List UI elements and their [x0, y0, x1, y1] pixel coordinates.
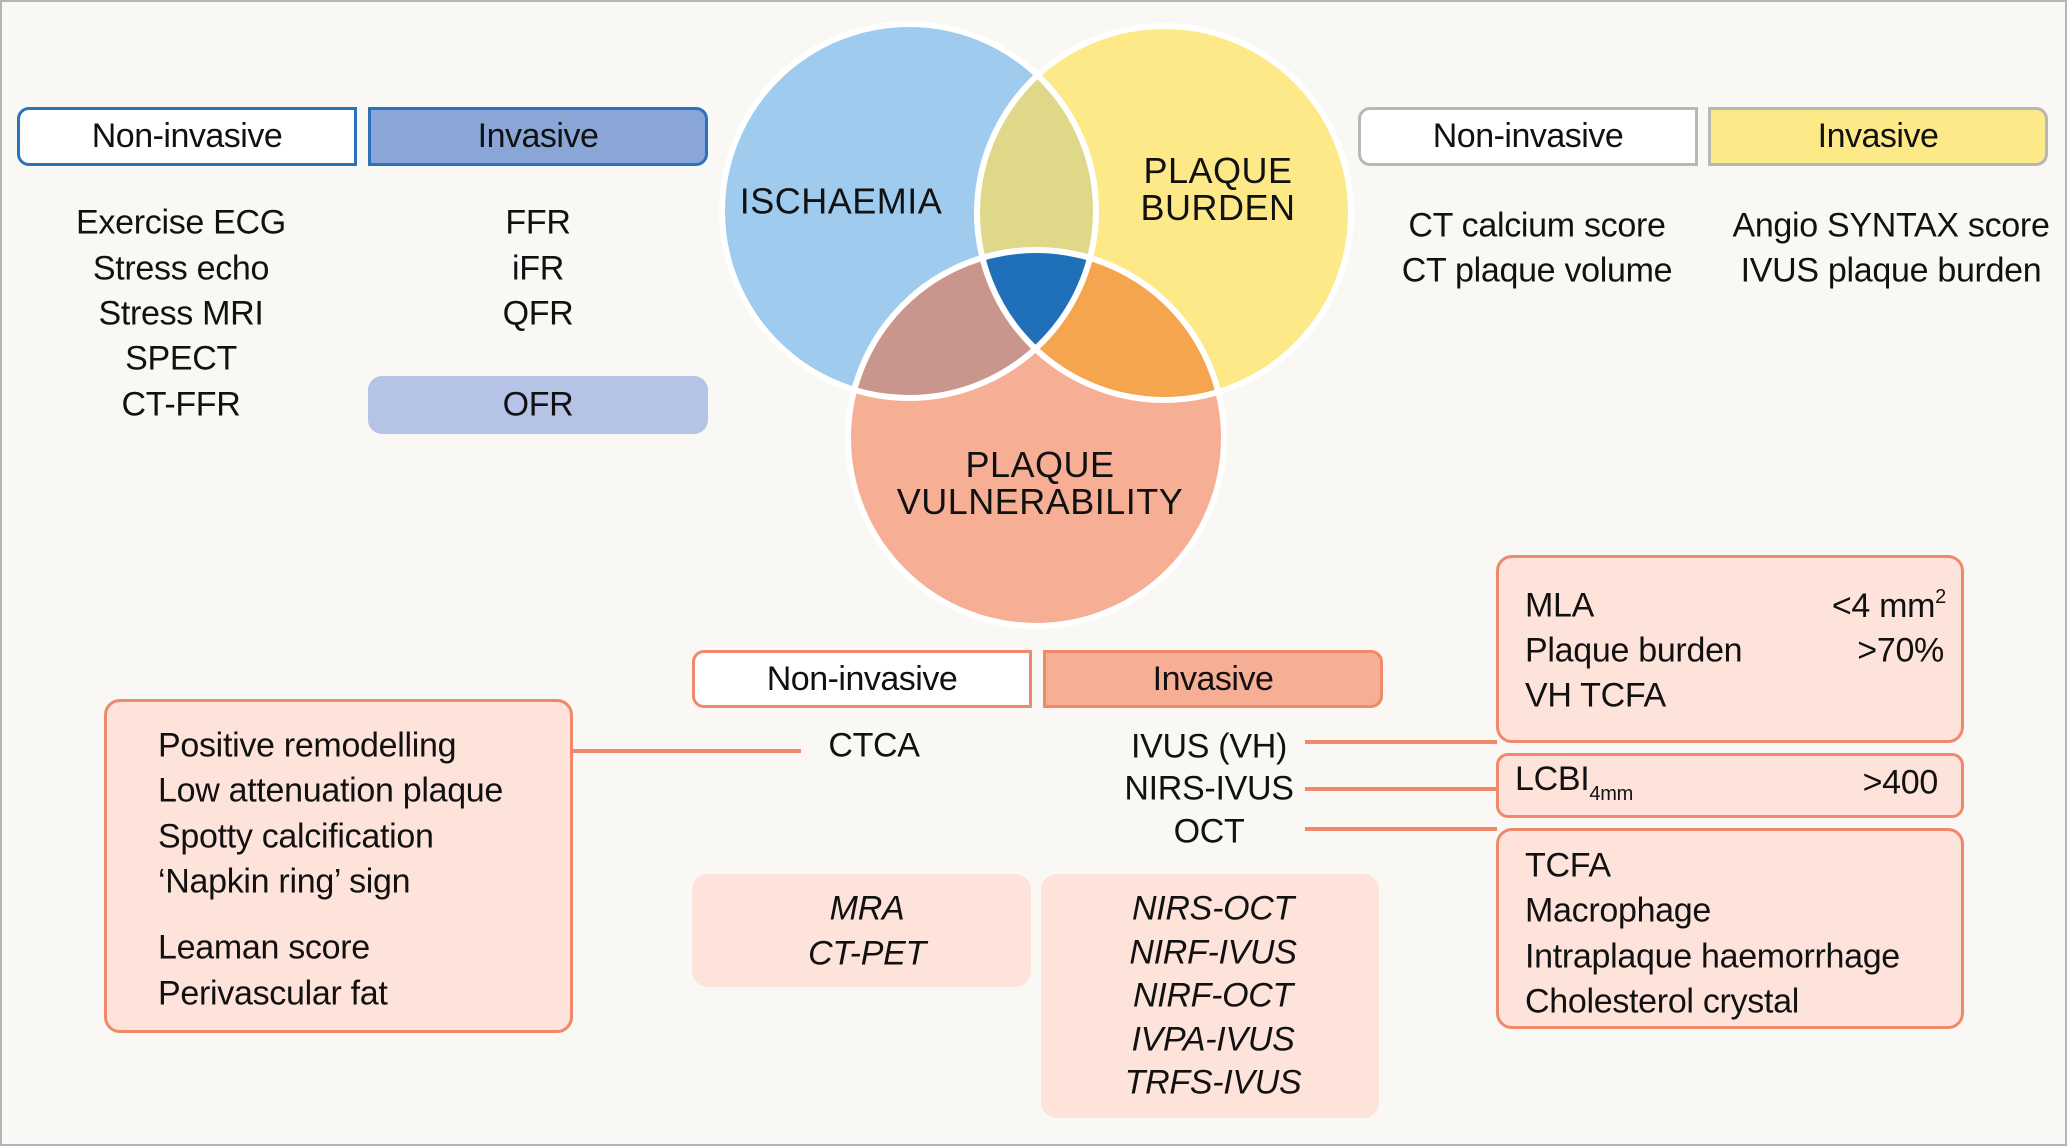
burden-noninvasive-item: CT calcium score	[1408, 206, 1666, 245]
nirs-ivus-label: NIRS-IVUS	[1124, 769, 1294, 808]
nirs-connector-line	[1305, 787, 1497, 791]
lcbi-label: LCBI4mm	[1515, 760, 1633, 806]
oct-criterion: TCFA	[1525, 846, 1611, 885]
ctca-features-box	[104, 699, 573, 1033]
ctca-label: CTCA	[828, 726, 920, 765]
vulnerability-invasive-header: Invasive	[1043, 650, 1383, 708]
ischaemia-invasive-header: Invasive	[368, 107, 708, 166]
ischaemia-noninvasive-item: Stress MRI	[98, 294, 264, 333]
mla-unit-superscript: 2	[1935, 586, 1946, 608]
ivus-criterion-label: Plaque burden	[1525, 631, 1743, 670]
emerging-invasive-item: TRFS-IVUS	[1124, 1063, 1302, 1102]
oct-label: OCT	[1173, 812, 1245, 851]
ctca-feature: ‘Napkin ring’ sign	[158, 862, 411, 901]
emerging-invasive-item: NIRF-IVUS	[1129, 933, 1297, 972]
plaque-burden-label-line1: PLAQUE	[1143, 150, 1293, 191]
ischaemia-noninvasive-header: Non-invasive	[17, 107, 357, 166]
oct-criterion: Intraplaque haemorrhage	[1525, 937, 1900, 976]
oct-criterion: Macrophage	[1525, 891, 1712, 930]
ctca-feature: Positive remodelling	[158, 726, 457, 765]
plaque-burden-label-line2: BURDEN	[1140, 187, 1296, 228]
oct-criterion: Cholesterol crystal	[1525, 982, 1799, 1021]
ischaemia-invasive-item: FFR	[505, 203, 571, 242]
mla-value: <4 mm	[1831, 587, 1936, 625]
lcbi-value: >400	[1862, 763, 1939, 802]
burden-invasive-header: Invasive	[1708, 107, 2048, 166]
vulnerability-noninvasive-header: Non-invasive	[692, 650, 1032, 708]
ctca-feature: Spotty calcification	[158, 817, 434, 856]
burden-invasive-item: IVUS plaque burden	[1740, 251, 2042, 290]
ivus-criterion-label: MLA	[1525, 586, 1595, 625]
plaque-vulnerability-label-line2: VULNERABILITY	[896, 481, 1184, 522]
overlap-ischaemia-vulnerability	[848, 250, 1096, 398]
burden-noninvasive-item: CT plaque volume	[1401, 251, 1673, 290]
ischaemia-noninvasive-item: Exercise ECG	[76, 203, 286, 242]
nirs-criteria-box	[1496, 753, 1964, 818]
lcbi-text: LCBI	[1515, 760, 1590, 798]
ischaemia-label: ISCHAEMIA	[739, 180, 943, 222]
lcbi-subscript: 4mm	[1589, 783, 1633, 805]
ctca-score: Leaman score	[158, 928, 370, 967]
ctca-connector-line	[572, 749, 801, 753]
plaque-vulnerability-label-line1: PLAQUE	[965, 444, 1115, 485]
ischaemia-noninvasive-item: CT-FFR	[121, 385, 241, 424]
ischaemia-noninvasive-item: SPECT	[125, 339, 237, 378]
burden-noninvasive-header: Non-invasive	[1358, 107, 1698, 166]
ctca-score: Perivascular fat	[158, 974, 388, 1013]
plaque-burden-label: PLAQUE BURDEN	[1140, 152, 1295, 226]
mra-label: MRA	[829, 889, 905, 928]
ctca-feature: Low attenuation plaque	[158, 771, 504, 810]
ivus-criterion-value: >70%	[1857, 631, 1944, 670]
ofr-label: OFR	[502, 385, 574, 424]
burden-invasive-item: Angio SYNTAX score	[1732, 206, 2050, 245]
ivus-criteria-box	[1496, 555, 1964, 743]
ischaemia-invasive-item: QFR	[502, 294, 574, 333]
ivus-criterion-value: <4 mm2	[1832, 586, 1946, 626]
emerging-invasive-item: NIRS-OCT	[1132, 889, 1294, 928]
oct-criteria-box	[1496, 828, 1964, 1029]
emerging-invasive-item: IVPA-IVUS	[1131, 1020, 1295, 1059]
ischaemia-invasive-item: iFR	[512, 249, 564, 288]
ivus-vh-label: IVUS (VH)	[1131, 727, 1287, 766]
ivus-connector-line	[1305, 740, 1497, 744]
ct-pet-label: CT-PET	[808, 934, 926, 973]
overlap-burden-vulnerability	[977, 250, 1224, 400]
ivus-criterion-label: VH TCFA	[1525, 676, 1666, 715]
noninvasive-emerging-box	[692, 874, 1031, 987]
ischaemia-noninvasive-item: Stress echo	[92, 249, 270, 288]
invasive-emerging-box	[1041, 874, 1379, 1118]
emerging-invasive-item: NIRF-OCT	[1132, 976, 1294, 1015]
plaque-vulnerability-label: PLAQUE VULNERABILITY	[897, 446, 1184, 520]
oct-connector-line	[1305, 827, 1497, 831]
ofr-highlight-box	[368, 376, 708, 434]
